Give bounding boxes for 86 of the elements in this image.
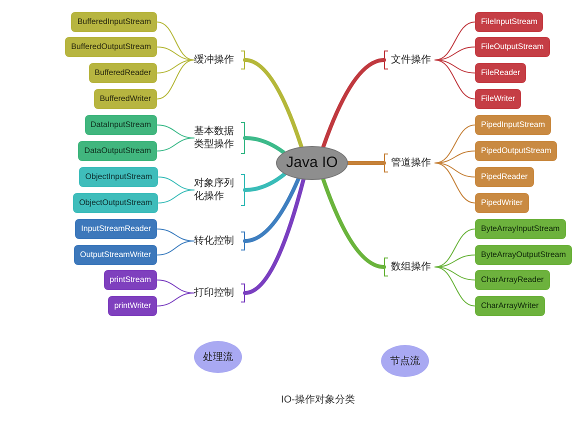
class-box: [73, 193, 158, 213]
class-box: [71, 12, 157, 32]
node-label: CharArrayReader: [481, 274, 544, 286]
node-label: 节点流: [390, 354, 420, 368]
class-box: [475, 115, 552, 135]
node-label: CharArrayWriter: [481, 300, 539, 312]
class-box: [475, 37, 550, 57]
connector: [243, 172, 287, 192]
root-ellipse: [276, 146, 348, 180]
class-box: [475, 219, 566, 239]
connector: [434, 162, 476, 178]
connector: [243, 178, 306, 295]
node-label: FileWriter: [481, 93, 516, 105]
class-box: [108, 296, 157, 316]
node-label: 数组操作: [391, 260, 432, 274]
node-label: PipedReader: [481, 171, 528, 183]
node-label: InputStreamReader: [81, 223, 151, 235]
connector: [156, 60, 194, 74]
connector: [434, 60, 476, 100]
connector: [434, 266, 476, 306]
class-box: [104, 270, 157, 290]
connector: [243, 136, 286, 154]
node-label: FileReader: [481, 67, 520, 79]
category-ellipse: [194, 341, 242, 373]
connector: [434, 124, 476, 164]
node-label: 基本数据类型操作: [194, 125, 235, 151]
node-label: BufferedInputStream: [77, 16, 151, 28]
node-label: BufferedWriter: [100, 93, 151, 105]
class-box: [475, 12, 544, 32]
class-box: [88, 63, 157, 83]
node-label: 管道操作: [391, 156, 432, 170]
node-label: 对象序列化操作: [194, 177, 235, 203]
class-box: [475, 193, 529, 213]
node-label: 文件操作: [391, 54, 432, 66]
class-box: [475, 270, 550, 290]
class-box: [94, 89, 157, 109]
node-label: ByteArrayOutputStream: [481, 249, 566, 261]
class-box: [475, 167, 534, 187]
node-label: ByteArrayInputStream: [481, 223, 560, 235]
node-label: BufferedReader: [94, 67, 151, 79]
node-label: FileInputStream: [481, 16, 538, 28]
connector: [156, 292, 194, 306]
class-box: [84, 115, 157, 135]
class-box: [475, 89, 522, 109]
node-label: ObjectOutputStream: [79, 197, 152, 209]
class-box: [475, 245, 572, 265]
node-label: 打印控制: [194, 286, 235, 300]
class-box: [475, 296, 545, 316]
connector: [321, 58, 386, 149]
node-label: PipedOutputStream: [481, 145, 552, 157]
connector: [243, 58, 304, 149]
node-label: 缓冲操作: [194, 54, 235, 66]
class-box: [74, 245, 157, 265]
connector: [156, 240, 194, 256]
connector: [321, 177, 386, 269]
class-box: [75, 219, 157, 239]
node-label: 转化控制: [194, 234, 235, 248]
connector: [346, 161, 386, 165]
connector: [156, 138, 194, 152]
node-label: printWriter: [114, 300, 151, 312]
node-label: OutputStreamWriter: [80, 249, 151, 261]
node-label: FileOutputStream: [481, 41, 544, 53]
connector: [434, 22, 476, 60]
class-box: [65, 37, 157, 57]
connector: [156, 22, 194, 60]
caption: IO-操作对象分类: [281, 393, 355, 408]
node-label: DataOutputStream: [84, 145, 151, 157]
connector: [434, 228, 476, 268]
connector: [434, 266, 476, 280]
connector: [158, 190, 194, 204]
connector: [434, 60, 476, 74]
node-label: DataInputStream: [90, 119, 151, 131]
node-label: 处理流: [203, 350, 233, 364]
class-box: [78, 141, 157, 161]
connector: [156, 60, 194, 100]
node-label: PipedWriter: [481, 197, 523, 209]
class-box: [79, 167, 158, 187]
class-box: [475, 63, 526, 83]
node-label: Java IO: [286, 152, 338, 173]
node-label: printStream: [110, 274, 151, 286]
category-ellipse: [381, 345, 429, 377]
connector: [434, 162, 476, 204]
node-label: PipedInputStream: [481, 119, 546, 131]
node-label: BufferedOutputStream: [71, 41, 151, 53]
node-label: ObjectInputStream: [85, 171, 152, 183]
class-box: [475, 141, 558, 161]
